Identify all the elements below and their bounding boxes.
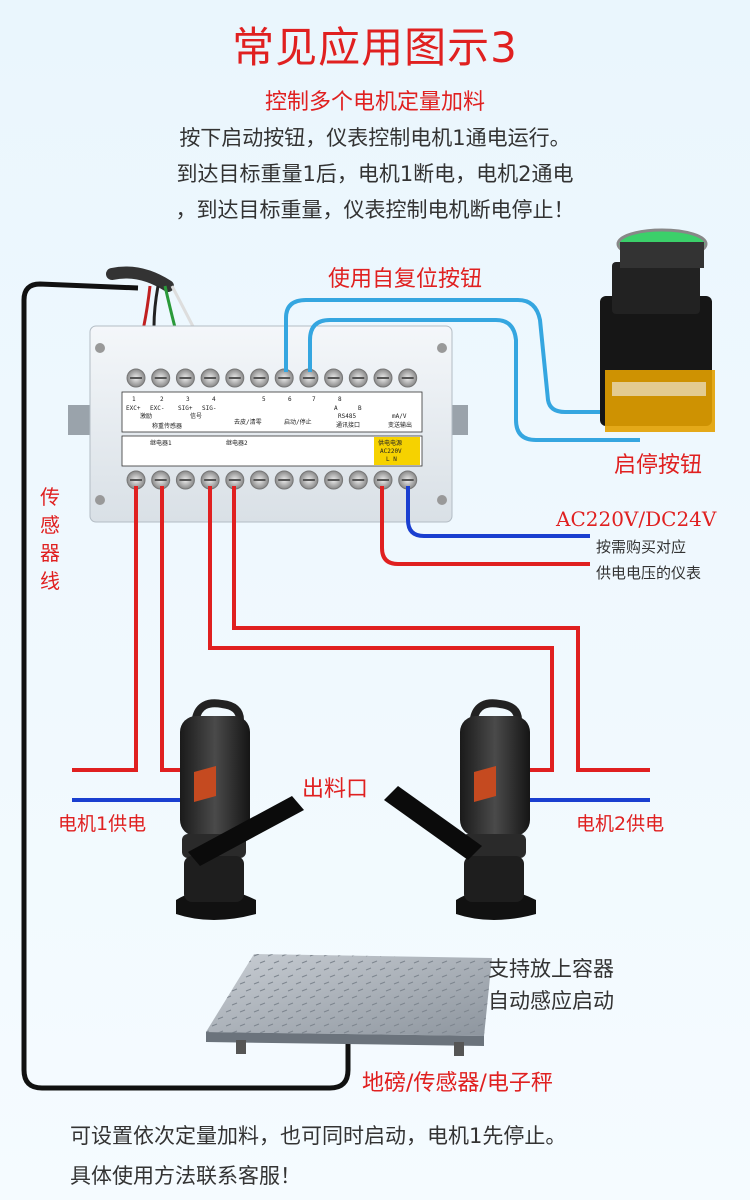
intro-line-2: 到达目标重量1后，电机1断电，电机2通电 [176,162,574,186]
svg-text:8: 8 [338,396,342,403]
motor2-wire-b [232,486,650,772]
label-start-stop: 启停按钮 [614,453,702,478]
power-wire-red [380,486,590,566]
outlet-pipe-left [188,796,304,866]
page-title: 常见应用图示3 [232,23,518,72]
svg-text:1: 1 [132,396,136,403]
label-sensor-wire-2: 感 [40,513,60,537]
label-power: AC220V/DC24V [555,507,717,531]
label-motor1: 电机1供电 [58,813,146,835]
label-sig-plus: SIG+ [178,405,193,412]
terminal-row-top [126,368,418,388]
label-exc-minus: EXC- [150,405,164,412]
label-relay1: 继电器1 [150,439,172,447]
button-wire-1 [284,298,632,414]
label-power-note-1: 按需购买对应 [596,538,686,556]
label-outlet: 出料口 [302,777,368,802]
label-weigh-sensor: 称重传感器 [152,422,182,430]
label-mav: mA/V [392,413,407,420]
svg-text:3: 3 [186,396,190,403]
label-startstop: 启动/停止 [284,418,312,426]
label-container-1: 支持放上容器 [488,957,614,981]
motor1-wire-b [160,486,186,772]
intro-line-1: 按下启动按钮，仪表控制电机1通电运行。 [179,126,571,150]
label-exc-plus: EXC+ [126,405,141,412]
svg-text:L N: L N [386,456,397,463]
label-excite: 激励 [140,412,152,420]
terminal-numbers: 1 2 3 4 5 6 7 8 [132,396,342,403]
floor-scale [206,954,492,1056]
start-stop-push-button [600,228,715,432]
label-comm: 通讯接口 [336,421,360,429]
label-signal: 信号 [190,412,202,420]
intro-line-3: ，到达目标重量，仪表控制电机断电停止！ [175,198,575,222]
label-sensor-wire-1: 传 [40,485,60,509]
label-power-note-2: 供电电压的仪表 [596,564,701,582]
label-scale: 地磅/传感器/电子秤 [362,1071,553,1096]
footer-line-2: 具体使用方法联系客服！ [70,1164,301,1188]
pump-motor-2 [456,699,536,920]
mount-bracket-right [448,405,468,435]
label-sensor-wire-4: 线 [40,569,60,593]
power-wire-blue [406,486,590,538]
svg-text:5: 5 [262,396,266,403]
footer-text: 可设置依次定量加料，也可同时启动，电机1先停止。 具体使用方法联系客服！ [70,1116,566,1196]
label-a: A [334,405,338,412]
page-subtitle: 控制多个电机定量加料 [264,90,485,115]
svg-text:7: 7 [312,396,316,403]
label-container-2: 自动感应启动 [488,989,614,1013]
label-sig-minus: SIG- [202,405,216,412]
power-terminal-box [374,437,420,465]
outlet-pipe-right [384,786,482,860]
label-transmit: 变送输出 [388,421,412,429]
label-motor2: 电机2供电 [576,813,664,835]
svg-text:AC220V: AC220V [380,448,402,455]
label-reset-button: 使用自复位按钮 [328,267,482,292]
label-b: B [358,405,362,412]
sensor-wire [21,281,351,1091]
svg-text:4: 4 [212,396,216,403]
footer-line-1: 可设置依次定量加料，也可同时启动，电机1先停止。 [70,1124,567,1148]
motor2-wire-a [208,486,554,772]
cable-sleeve [106,266,174,292]
pump-motor-1 [176,699,256,920]
label-relay2: 继电器2 [226,439,248,447]
svg-text:2: 2 [160,396,164,403]
label-rs485: RS485 [338,413,356,420]
intro-text: 按下启动按钮，仪表控制电机1通电运行。 到达目标重量1后，电机1断电，电机2通电… [0,120,750,228]
svg-text:6: 6 [288,396,292,403]
motor1-wire-a [72,486,138,772]
label-tare: 去皮/清零 [234,418,262,426]
svg-text:供电电源: 供电电源 [378,439,402,447]
label-sensor-wire-3: 器 [40,541,60,565]
button-wire-2 [308,318,640,442]
